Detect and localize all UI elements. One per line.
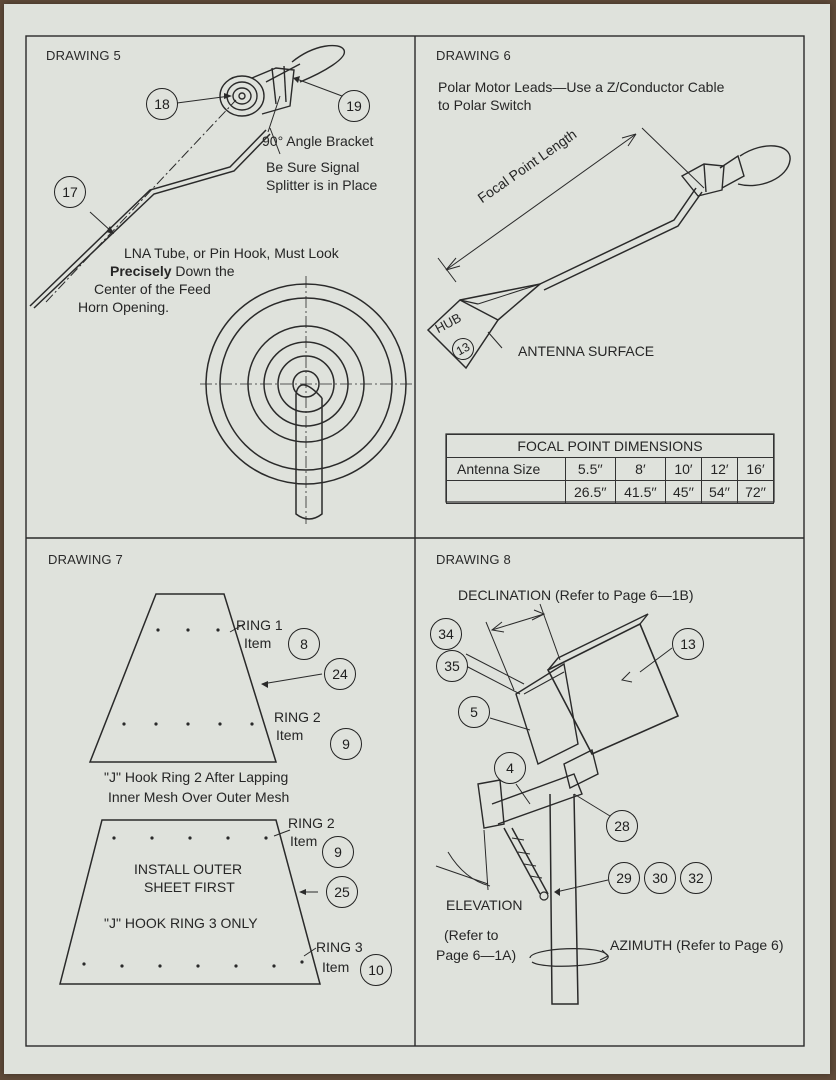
callout-4: 4 bbox=[494, 752, 526, 784]
length-cell: 26.5′′ bbox=[564, 480, 616, 504]
ring-2b-label: RING 2 bbox=[288, 815, 335, 831]
lna-note-line-1: LNA Tube, or Pin Hook, Must Look bbox=[124, 245, 339, 261]
focal-point-table: FOCAL POINT DIMENSIONS Antenna Size 5.5′… bbox=[446, 434, 775, 504]
polar-leads-caption-2: to Polar Switch bbox=[438, 97, 532, 113]
ring-3-item-label: Item bbox=[322, 959, 350, 975]
declination-label: DECLINATION (Refer to Page 6—1B) bbox=[458, 587, 694, 603]
callout-25: 25 bbox=[326, 876, 358, 908]
lna-note-emphasis: Precisely bbox=[110, 263, 172, 279]
splitter-label-line-2: Splitter is in Place bbox=[266, 177, 378, 193]
elevation-refer-line-2: Page 6—1A) bbox=[436, 947, 517, 963]
polar-leads-caption-1: Polar Motor Leads—Use a Z/Conductor Cabl… bbox=[438, 79, 725, 95]
length-cell: 54′′ bbox=[700, 480, 738, 504]
callout-35: 35 bbox=[436, 650, 468, 682]
install-note-line-2: SHEET FIRST bbox=[144, 879, 235, 895]
panel-frames bbox=[25, 35, 805, 1047]
length-cell: 45′′ bbox=[664, 480, 702, 504]
callout-29: 29 bbox=[608, 862, 640, 894]
ring-1-item-label: Item bbox=[244, 635, 272, 651]
ring-2-label: RING 2 bbox=[274, 709, 321, 725]
elevation-refer-line-1: (Refer to bbox=[444, 927, 499, 943]
hook-note-line-1: "J" Hook Ring 2 After Lapping bbox=[104, 769, 289, 785]
callout-9-lower: 9 bbox=[322, 836, 354, 868]
ring-2-item-label: Item bbox=[276, 727, 304, 743]
size-cell: 5.5′′ bbox=[564, 457, 616, 481]
callout-30: 30 bbox=[644, 862, 676, 894]
instruction-sheet: DRAWING 5 18 19 17 90° Angle Bracket Be … bbox=[4, 4, 830, 1074]
callout-24: 24 bbox=[324, 658, 356, 690]
install-note-line-1: INSTALL OUTER bbox=[134, 861, 243, 877]
callout-8: 8 bbox=[288, 628, 320, 660]
ring-2b-item-label: Item bbox=[290, 833, 318, 849]
elevation-label: ELEVATION bbox=[446, 897, 523, 913]
lna-note-line-3: Center of the Feed bbox=[94, 281, 211, 297]
callout-9-upper: 9 bbox=[330, 728, 362, 760]
callout-19: 19 bbox=[338, 90, 370, 122]
callout-10: 10 bbox=[360, 954, 392, 986]
callout-18: 18 bbox=[146, 88, 178, 120]
length-cell: 72′′ bbox=[736, 480, 775, 504]
table-row: 26.5′′ 41.5′′ 45′′ 54′′ 72′′ bbox=[446, 480, 775, 504]
drawing-8-title: DRAWING 8 bbox=[436, 552, 511, 567]
ring-1-label: RING 1 bbox=[236, 617, 283, 633]
line-art bbox=[25, 35, 805, 1047]
antenna-surface-label: ANTENNA SURFACE bbox=[518, 343, 655, 359]
ring-3-label: RING 3 bbox=[316, 939, 363, 955]
callout-28: 28 bbox=[606, 810, 638, 842]
drawing-7-art bbox=[59, 593, 323, 985]
antenna-size-header: Antenna Size bbox=[446, 457, 566, 481]
drawing-6-title: DRAWING 6 bbox=[436, 48, 511, 63]
drawing-5-title: DRAWING 5 bbox=[46, 48, 121, 63]
angle-bracket-label: 90° Angle Bracket bbox=[262, 133, 374, 149]
azimuth-label: AZIMUTH (Refer to Page 6) bbox=[610, 937, 784, 953]
ring-3-hook-note: "J" HOOK RING 3 ONLY bbox=[104, 915, 258, 931]
focal-table-caption: FOCAL POINT DIMENSIONS bbox=[446, 434, 774, 458]
length-cell: 41.5′′ bbox=[614, 480, 666, 504]
size-cell: 8′ bbox=[614, 457, 666, 481]
lna-note-line-4: Horn Opening. bbox=[78, 299, 170, 315]
callout-32: 32 bbox=[680, 862, 712, 894]
size-cell: 10′ bbox=[664, 457, 702, 481]
drawing-7-title: DRAWING 7 bbox=[48, 552, 123, 567]
size-cell: 12′ bbox=[700, 457, 738, 481]
lna-note-line-2-rest: Down the bbox=[171, 263, 235, 279]
callout-34: 34 bbox=[430, 618, 462, 650]
size-cell: 16′ bbox=[736, 457, 775, 481]
blank-cell bbox=[446, 480, 566, 504]
splitter-label-line-1: Be Sure Signal bbox=[266, 159, 360, 175]
table-row: Antenna Size 5.5′′ 8′ 10′ 12′ 16′ bbox=[446, 457, 775, 481]
lna-note-line-2: Precisely Down the bbox=[110, 262, 235, 280]
drawing-5-art bbox=[29, 44, 414, 524]
callout-5: 5 bbox=[458, 696, 490, 728]
callout-17: 17 bbox=[54, 176, 86, 208]
callout-13: 13 bbox=[672, 628, 704, 660]
drawing-8-art bbox=[435, 603, 680, 1005]
hook-note-line-2: Inner Mesh Over Outer Mesh bbox=[108, 789, 290, 805]
